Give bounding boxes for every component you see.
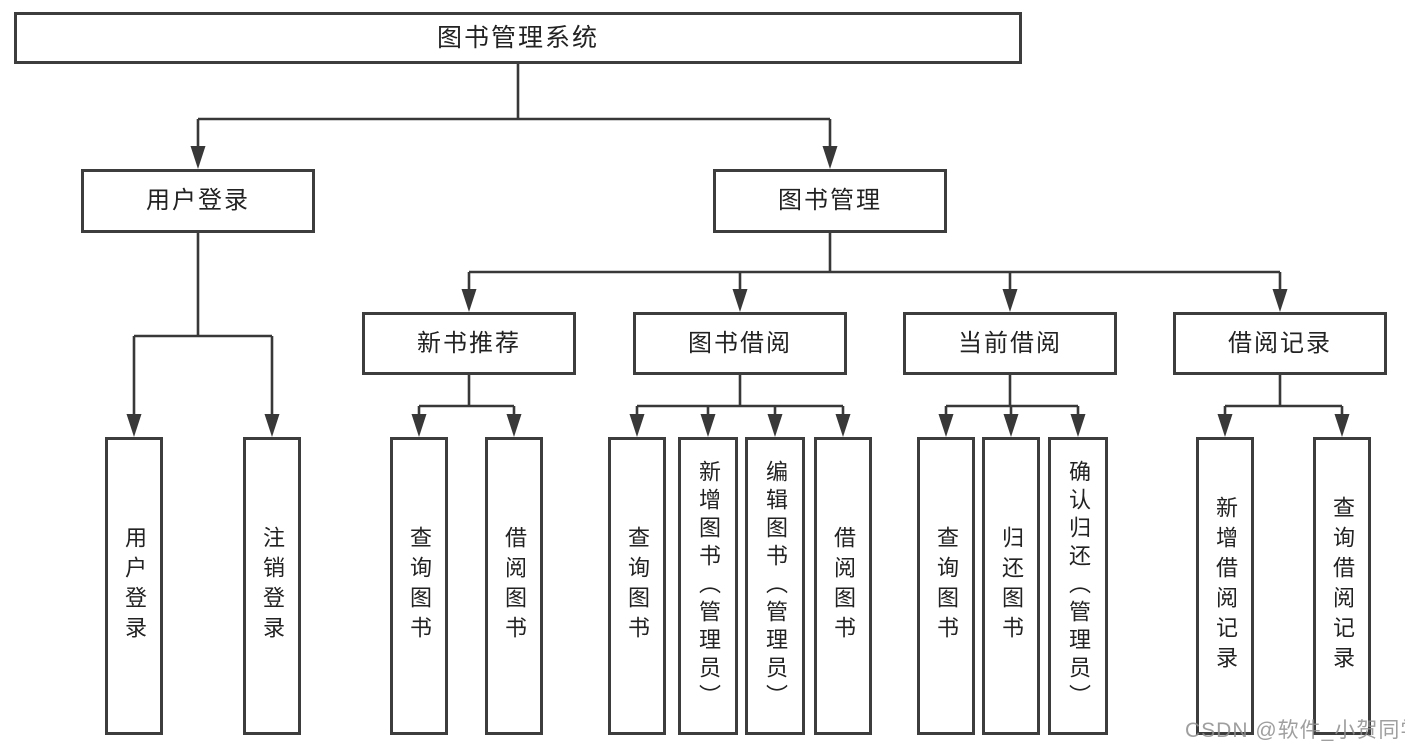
- leaf-node-borrow-books-2-label: 借阅图书: [831, 526, 856, 646]
- leaf-node-edit-books-admin-label: 编辑图书（管理员）: [763, 460, 788, 712]
- leaf-node-add-borrow-record-label: 新增借阅记录: [1213, 496, 1238, 676]
- leaf-node-query-borrow-record-label: 查询借阅记录: [1330, 496, 1355, 676]
- branch-node-user-login: 用户登录: [81, 169, 315, 233]
- leaf-node-query-borrow-record: 查询借阅记录: [1313, 437, 1371, 735]
- leaf-node-query-books-3: 查询图书: [917, 437, 975, 735]
- leaf-node-borrow-books-2: 借阅图书: [814, 437, 872, 735]
- leaf-node-query-books-1: 查询图书: [390, 437, 448, 735]
- section-node-borrowing-records: 借阅记录: [1173, 312, 1387, 375]
- leaf-node-user-login-label: 用户登录: [122, 526, 147, 646]
- leaf-node-query-books-1-label: 查询图书: [407, 526, 432, 646]
- section-node-new-book-recommend: 新书推荐: [362, 312, 576, 375]
- csdn-watermark: CSDN @软件_小贺同学: [1185, 719, 1405, 742]
- leaf-node-add-books-admin: 新增图书（管理员）: [678, 437, 738, 735]
- section-node-current-borrowing: 当前借阅: [903, 312, 1117, 375]
- branch-node-book-management: 图书管理: [713, 169, 947, 233]
- leaf-node-query-books-2: 查询图书: [608, 437, 666, 735]
- section-node-new-book-recommend-label: 新书推荐: [417, 329, 521, 357]
- branch-node-user-login-label: 用户登录: [146, 187, 250, 214]
- section-node-book-borrowing: 图书借阅: [633, 312, 847, 375]
- branch-node-book-management-label: 图书管理: [778, 187, 882, 214]
- section-node-book-borrowing-label: 图书借阅: [688, 329, 792, 357]
- leaf-node-logout: 注销登录: [243, 437, 301, 735]
- root-node-library-management-system: 图书管理系统: [14, 12, 1022, 64]
- root-node-label: 图书管理系统: [436, 23, 599, 52]
- leaf-node-confirm-return-admin-label: 确认归还（管理员）: [1066, 460, 1091, 712]
- section-node-borrowing-records-label: 借阅记录: [1228, 329, 1332, 357]
- leaf-node-query-books-2-label: 查询图书: [625, 526, 650, 646]
- leaf-node-edit-books-admin: 编辑图书（管理员）: [745, 437, 805, 735]
- leaf-node-add-borrow-record: 新增借阅记录: [1196, 437, 1254, 735]
- leaf-node-borrow-books-1-label: 借阅图书: [502, 526, 527, 646]
- leaf-node-return-books: 归还图书: [982, 437, 1040, 735]
- leaf-node-confirm-return-admin: 确认归还（管理员）: [1048, 437, 1108, 735]
- leaf-node-logout-label: 注销登录: [260, 526, 285, 646]
- leaf-node-user-login: 用户登录: [105, 437, 163, 735]
- leaf-node-add-books-admin-label: 新增图书（管理员）: [696, 460, 721, 712]
- section-node-current-borrowing-label: 当前借阅: [958, 329, 1062, 357]
- leaf-node-query-books-3-label: 查询图书: [934, 526, 959, 646]
- leaf-node-borrow-books-1: 借阅图书: [485, 437, 543, 735]
- leaf-node-return-books-label: 归还图书: [999, 526, 1024, 646]
